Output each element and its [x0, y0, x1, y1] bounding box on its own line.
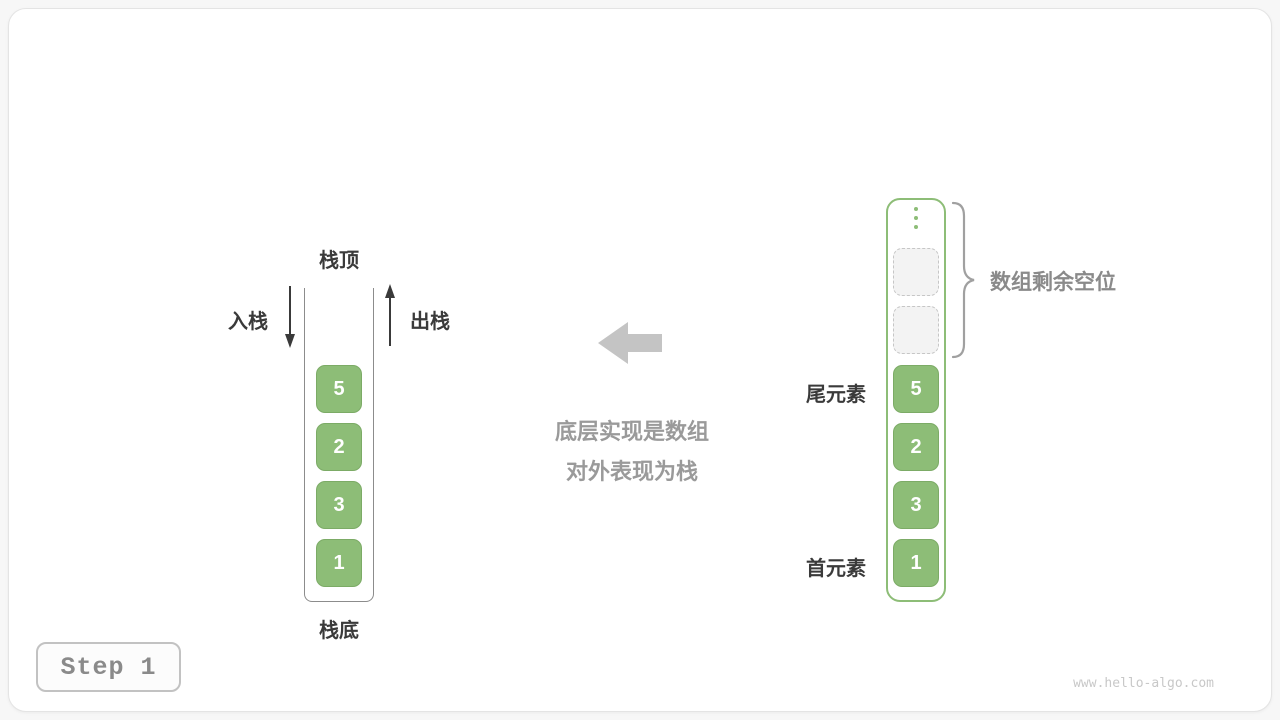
array-cell: 3 — [893, 481, 939, 529]
step-badge: Step 1 — [36, 642, 181, 692]
caption-line1: 底层实现是数组 — [554, 419, 709, 444]
array-empty-cell — [893, 248, 939, 296]
brace-icon — [951, 201, 975, 359]
array-empty-cell — [893, 306, 939, 354]
pop-arrow-icon — [385, 284, 395, 346]
caption-line2: 对外表现为栈 — [565, 459, 698, 484]
step-badge-label: Step 1 — [60, 652, 157, 682]
array-cell: 1 — [893, 539, 939, 587]
stack-cell: 2 — [316, 423, 362, 471]
push-arrow-icon — [285, 286, 295, 348]
array-cell: 2 — [893, 423, 939, 471]
array-cell: 5 — [893, 365, 939, 413]
pop-label: 出栈 — [410, 311, 450, 333]
ellipsis-icon — [906, 207, 926, 234]
stack-top-label: 栈顶 — [319, 250, 359, 272]
watermark: www.hello-algo.com — [1073, 676, 1214, 691]
stack-cell: 1 — [316, 539, 362, 587]
diagram-card — [8, 8, 1272, 712]
stack-bottom-label: 栈底 — [319, 620, 359, 642]
stack-cell: 3 — [316, 481, 362, 529]
push-label: 入栈 — [228, 311, 268, 333]
flow-arrow-icon — [598, 322, 662, 364]
head-element-label: 首元素 — [806, 558, 866, 580]
tail-element-label: 尾元素 — [806, 384, 866, 406]
stack-container — [304, 288, 374, 602]
remaining-slots-label: 数组剩余空位 — [990, 271, 1116, 294]
stack-cell: 5 — [316, 365, 362, 413]
